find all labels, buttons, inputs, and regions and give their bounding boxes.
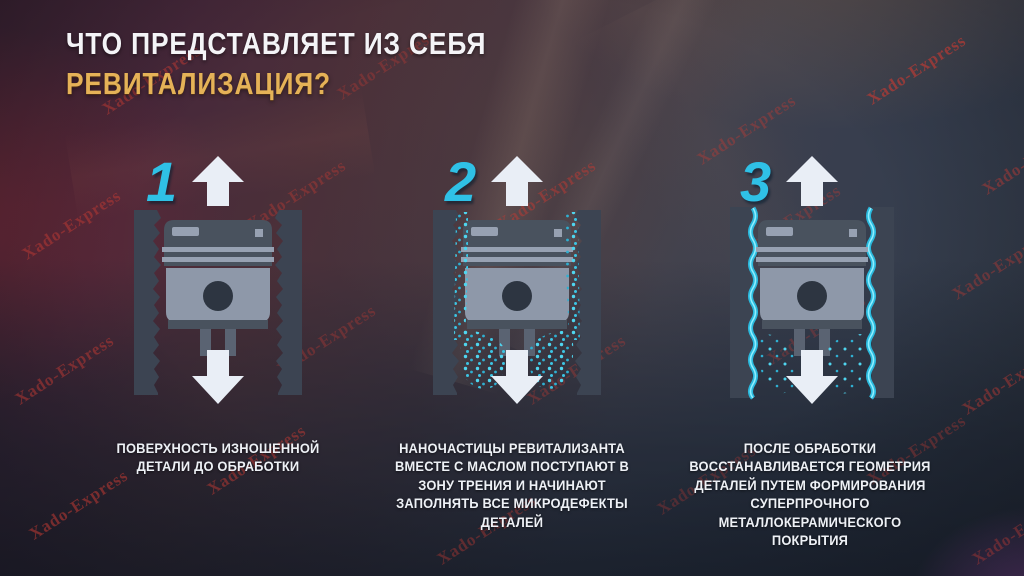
stage-3-number: 3	[740, 150, 772, 213]
slide-title-line-1: ЧТО ПРЕДСТАВЛЯЕТ ИЗ СЕБЯ	[66, 26, 487, 61]
cylinder-wall-right-restored	[872, 207, 894, 398]
piston-base	[762, 320, 862, 329]
stage-1-column: 1	[128, 150, 308, 412]
piston-crown-mark	[849, 229, 857, 237]
piston-diagram-stage-1	[134, 156, 302, 404]
nanoparticles-cloud-left	[460, 330, 506, 389]
piston-leg	[524, 329, 535, 356]
piston-diagram-stage-2	[433, 156, 601, 404]
arrow-down-icon	[786, 350, 838, 404]
stage-1-caption: ПОВЕРХНОСТЬ ИЗНОШЕННОЙ ДЕТАЛИ ДО ОБРАБОТ…	[116, 440, 320, 475]
nanoparticles-cloud-right	[528, 330, 574, 389]
watermark-text: Xado-Express	[958, 340, 1024, 419]
cylinder-wall-left-worn	[433, 210, 460, 395]
stage-3-column: 3	[722, 150, 902, 412]
stage-2-caption: НАНОЧАСТИЦЫ РЕВИТАЛИЗАНТА ВМЕСТЕ С МАСЛО…	[395, 440, 629, 530]
watermark-text: Xado-Express	[978, 120, 1024, 199]
piston-base	[168, 320, 268, 329]
arrow-down-icon	[192, 350, 244, 404]
piston-crown-mark	[255, 229, 263, 237]
piston-crown-highlight	[766, 227, 793, 236]
arrow-up-icon	[786, 156, 838, 206]
watermark-text: Xado-Express	[863, 30, 970, 109]
piston-leg	[819, 329, 830, 356]
wrist-pin-hole	[203, 281, 233, 311]
piston-leg	[225, 329, 236, 356]
nanoparticles-right-gap	[566, 212, 580, 340]
stage-2-number: 2	[445, 150, 477, 213]
piston-ring-1	[461, 247, 573, 252]
nanoparticles-left-gap	[454, 212, 468, 340]
arrow-up-icon	[192, 156, 244, 206]
piston-crown-highlight	[172, 227, 199, 236]
piston-ring-2	[162, 257, 274, 262]
piston-ring-2	[461, 257, 573, 262]
piston-ring-1	[756, 247, 868, 252]
arrow-up-icon	[491, 156, 543, 206]
cylinder-wall-left-worn	[134, 210, 161, 395]
slide-title-line-2: РЕВИТАЛИЗАЦИЯ?	[66, 65, 332, 101]
piston-ring-1	[162, 247, 274, 252]
piston-base	[467, 320, 567, 329]
watermark-text: Xado-Express	[25, 465, 132, 544]
watermark-text: Xado-Express	[18, 185, 125, 264]
nanoparticles-sparse-left	[758, 334, 798, 394]
wrist-pin-hole	[797, 281, 827, 311]
piston-diagram-stage-3	[730, 156, 894, 404]
piston-leg	[794, 329, 805, 356]
piston-leg	[499, 329, 510, 356]
piston-crown-mark	[554, 229, 562, 237]
nanoparticles-sparse-right	[826, 334, 866, 394]
cylinder-wall-right-worn	[275, 210, 302, 395]
slide-title: ЧТО ПРЕДСТАВЛЯЕТ ИЗ СЕБЯ РЕВИТАЛИЗАЦИЯ?	[66, 24, 560, 103]
watermark-text: Xado-Express	[968, 490, 1024, 569]
watermark-text: Xado-Express	[948, 225, 1024, 304]
cylinder-wall-right-worn	[574, 210, 601, 395]
piston-leg	[200, 329, 211, 356]
stage-3-caption: ПОСЛЕ ОБРАБОТКИ ВОССТАНАВЛИВАЕТСЯ ГЕОМЕТ…	[689, 440, 931, 549]
stage-2-column: 2	[427, 150, 607, 412]
watermark-text: Xado-Express	[11, 330, 118, 409]
piston-crown-highlight	[471, 227, 498, 236]
ceramic-coating-right-core	[867, 207, 875, 399]
piston-ring-2	[756, 257, 868, 262]
ceramic-coating-left-core	[749, 207, 757, 399]
wrist-pin-hole	[502, 281, 532, 311]
cylinder-wall-left-restored	[730, 207, 752, 398]
arrow-down-icon	[491, 350, 543, 404]
stage-1-number: 1	[146, 150, 178, 213]
